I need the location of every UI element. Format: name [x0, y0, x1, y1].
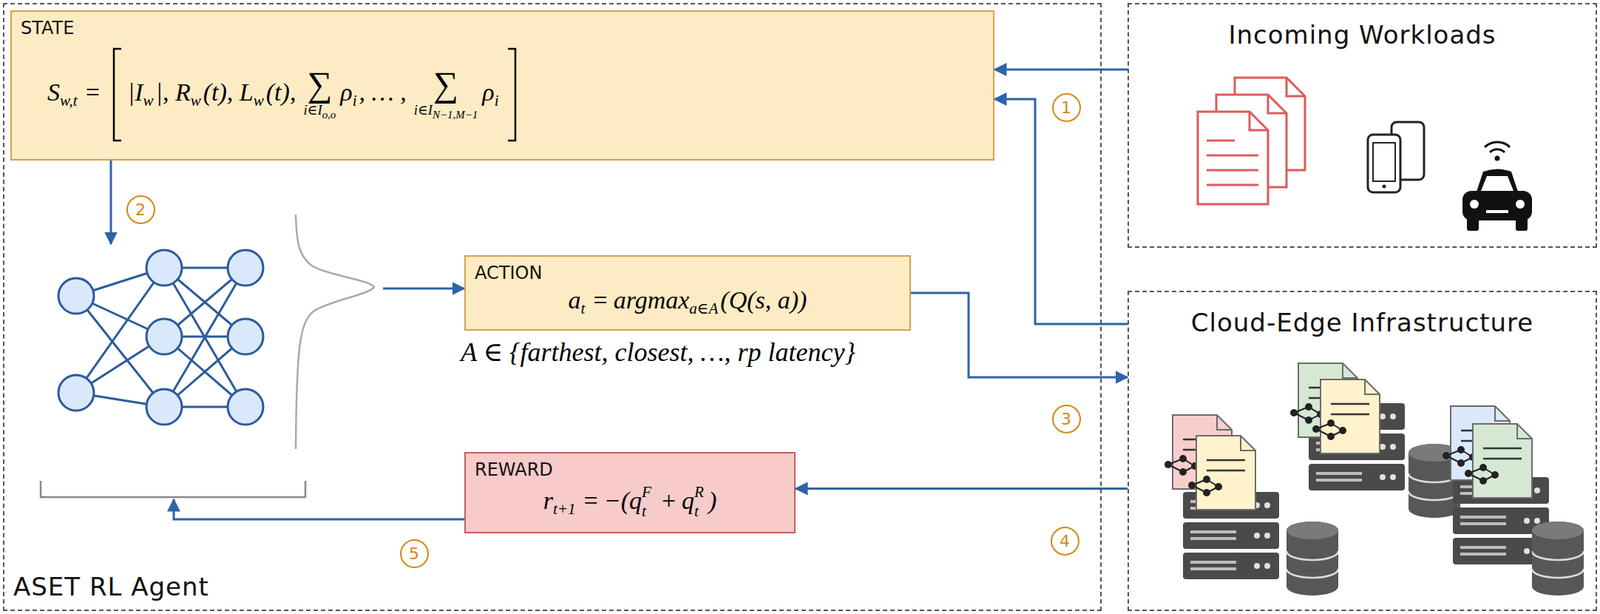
- formula-row: at =argmaxa∈A(Q(s, a)): [474, 283, 901, 319]
- subscript: o,o: [322, 108, 337, 121]
- formula-term: |I: [127, 78, 144, 106]
- neuron: [58, 249, 264, 425]
- flow-arrow: [382, 287, 465, 290]
- flow-arrow: [795, 487, 1128, 490]
- formula-term: −(: [604, 486, 630, 514]
- flow-arrow: [910, 292, 1128, 378]
- summation: ∑i∈IN−1,M−1: [414, 67, 479, 122]
- formula-operator: =: [584, 486, 599, 514]
- subscript: i: [494, 91, 500, 110]
- action-set: A ∈ {farthest, closest, …, rp latency}: [460, 336, 856, 369]
- subscript: t+1: [553, 499, 576, 518]
- bracket-line: [113, 48, 122, 141]
- bracket-line: [507, 48, 516, 141]
- sum-index: i∈I: [303, 102, 322, 118]
- formula-term: ): [708, 486, 717, 514]
- formula-term: q: [681, 486, 695, 514]
- sum-operator: ∑: [303, 67, 336, 103]
- subscript: t: [581, 299, 586, 318]
- reward-box: REWARDrt+1=−(qFt+qRt): [464, 451, 796, 534]
- flow-arrow: [994, 68, 1128, 71]
- subscript: a∈A: [689, 299, 718, 318]
- server-cluster: [1164, 363, 1584, 596]
- distribution-curve: [295, 214, 375, 449]
- formula-row: rt+1=−(qFt+qRt): [474, 480, 786, 522]
- subscript: w: [142, 91, 154, 110]
- formula-operator: =: [85, 78, 100, 106]
- action-box: ACTIONat =argmaxa∈A(Q(s, a)): [464, 255, 911, 331]
- formula-term: (t),: [266, 78, 297, 106]
- bracket: [110, 47, 124, 142]
- formula-term: |, R: [156, 78, 191, 106]
- workload-region: Incoming Workloads: [1127, 2, 1598, 248]
- subscript: t: [641, 501, 652, 521]
- region-title: ASET RL Agent: [13, 570, 210, 603]
- superscript: F: [641, 482, 652, 502]
- infrastructure-region: Cloud-Edge Infrastructure: [1127, 290, 1598, 611]
- sum-limit: i∈Io,o: [303, 102, 336, 122]
- formula: Sw,t=|Iw|, Rw(t), Lw(t),∑i∈Io,oρi, … ,∑i…: [47, 47, 524, 142]
- callout-number: 2: [126, 195, 156, 225]
- subscript: w: [253, 91, 264, 110]
- formula-term: (t), L: [203, 78, 254, 106]
- box-heading: STATE: [20, 17, 985, 40]
- formula-operator: +: [661, 486, 676, 514]
- sum-limit: i∈IN−1,M−1: [414, 102, 479, 122]
- neural-network: [76, 267, 246, 407]
- sum-index: i∈I: [414, 102, 433, 118]
- formula-term: ρ: [482, 78, 494, 106]
- document-stack: [1197, 77, 1305, 205]
- box-heading: ACTION: [474, 262, 901, 284]
- subscript: N−1,M−1: [432, 108, 478, 121]
- state-box: STATESw,t=|Iw|, Rw(t), Lw(t),∑i∈Io,oρi, …: [10, 10, 995, 161]
- superscript: R: [694, 482, 704, 502]
- formula-term: r: [543, 486, 554, 514]
- formula-operator: =: [592, 286, 608, 314]
- sup-sub: Ft: [641, 482, 652, 522]
- callout-number: 3: [1052, 404, 1081, 434]
- subscript: w: [190, 91, 202, 110]
- formula-term: , … ,: [359, 78, 407, 106]
- subscript: i: [352, 91, 358, 110]
- flow-arrow: [110, 160, 113, 244]
- formula-row: Sw,t=|Iw|, Rw(t), Lw(t),∑i∈Io,oρi, … ,∑i…: [20, 39, 985, 142]
- sum-operator: ∑: [414, 67, 479, 103]
- car: [1462, 141, 1532, 231]
- box-heading: REWARD: [474, 459, 786, 481]
- formula-term: q: [629, 486, 642, 514]
- formula-term: ρ: [340, 78, 352, 106]
- formula: rt+1=−(qFt+qRt): [543, 482, 718, 522]
- flow-arrow: [994, 99, 1128, 324]
- subscript: w,t: [59, 91, 78, 110]
- callout-number: 4: [1050, 526, 1080, 556]
- region-title: Cloud-Edge Infrastructure: [1191, 306, 1534, 339]
- callout-number: 5: [400, 539, 429, 568]
- formula-term: (Q(s, a)): [720, 286, 807, 314]
- formula-term: a: [568, 286, 582, 314]
- summation: ∑i∈Io,o: [303, 67, 336, 122]
- agent-region: ASET RL AgentSTATESw,t=|Iw|, Rw(t), Lw(t…: [2, 2, 1102, 611]
- formula-term: argmax: [613, 286, 690, 314]
- subscript: t: [694, 501, 704, 521]
- region-title: Incoming Workloads: [1228, 19, 1496, 52]
- phone: [1367, 121, 1425, 193]
- formula: at =argmaxa∈A(Q(s, a)): [568, 285, 808, 319]
- flow-arrow: [173, 499, 465, 520]
- bracket: [40, 480, 306, 497]
- bracket: [505, 47, 520, 142]
- formula-term: S: [47, 78, 60, 106]
- sup-sub: Rt: [694, 482, 704, 522]
- callout-number: 1: [1052, 93, 1081, 122]
